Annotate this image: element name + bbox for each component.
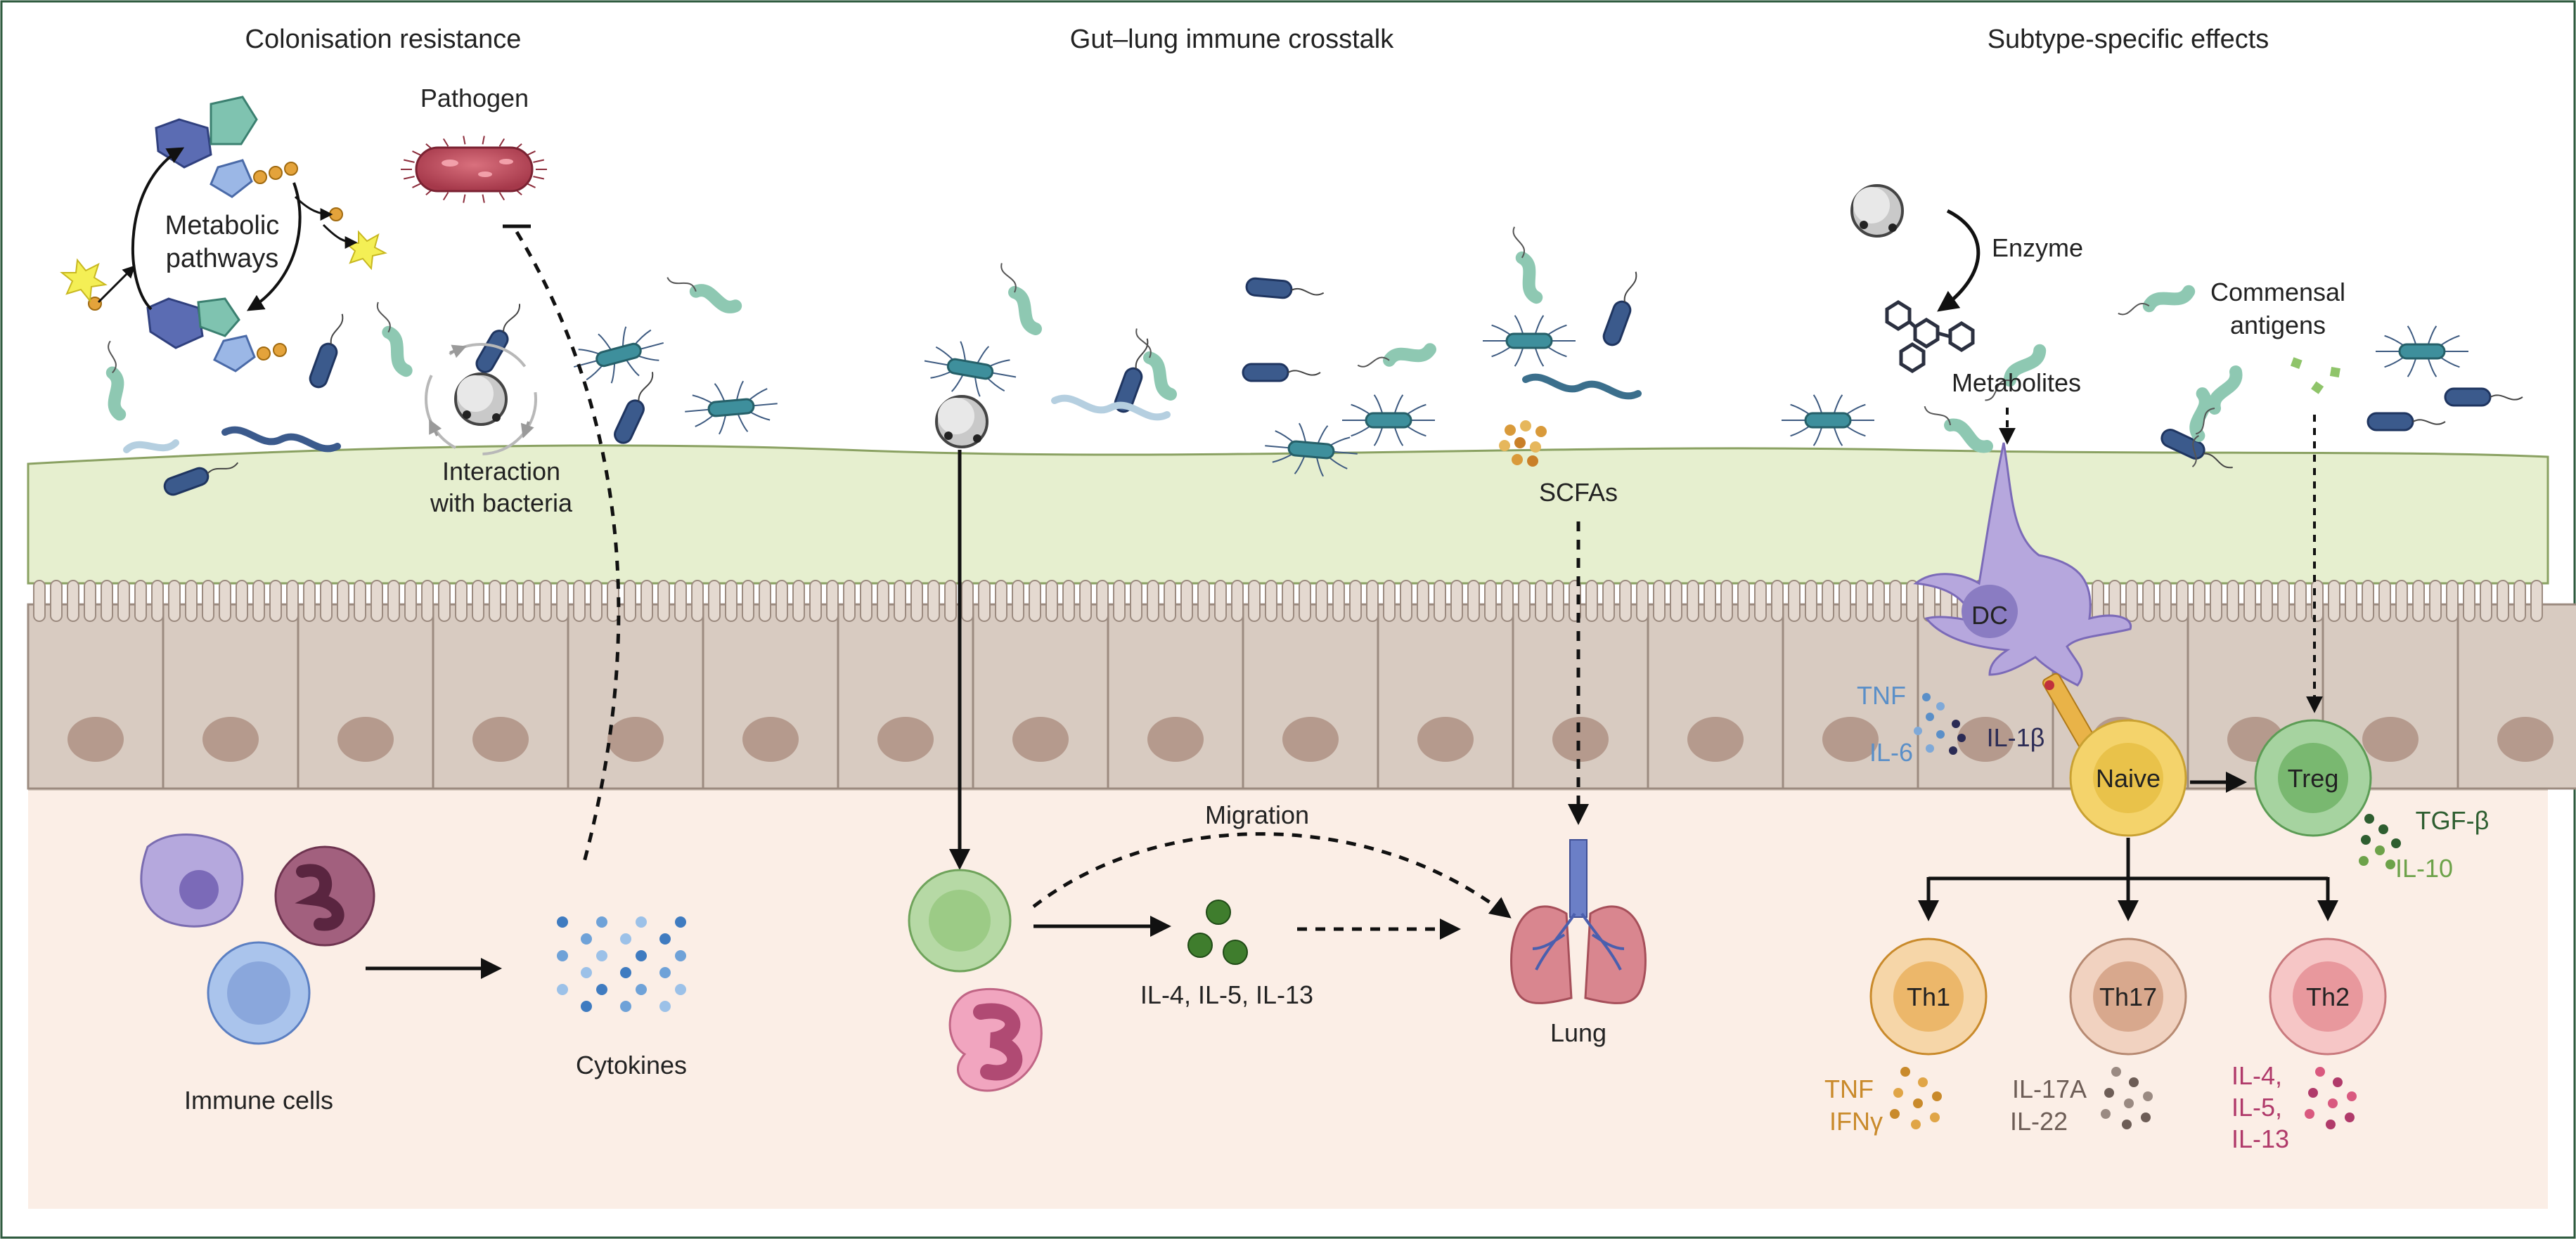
- il-group-label: IL-4, IL-5, IL-13: [1140, 980, 1313, 1009]
- lung-organ: [1510, 839, 1647, 1004]
- dendritic-cell: [1913, 442, 2132, 687]
- interaction-label-1: Interaction: [442, 457, 560, 486]
- treg-label: Treg: [2288, 764, 2339, 793]
- th1-label: Th1: [1907, 982, 1950, 1011]
- dc-cytokine-dots: [1914, 693, 1966, 755]
- gut-lung-crosstalk-title: Gut–lung immune crosstalk: [1070, 25, 1394, 54]
- substrate-arrow: [97, 265, 136, 304]
- cytokine-pathogen-link: [515, 231, 621, 865]
- treg-cell: [2254, 719, 2372, 837]
- th2-cytokine-granules: [1187, 900, 1248, 965]
- product-arrow: [322, 223, 358, 249]
- th2-cytokine-1: IL-4,: [2232, 1061, 2282, 1090]
- metabolic-label-2: pathways: [166, 244, 279, 273]
- treg-cytokine-dots: [2359, 814, 2401, 869]
- th17-label: Th17: [2099, 982, 2157, 1011]
- innate-lymphoid-cell: [908, 869, 1012, 973]
- th2-cytokine-2: IL-5,: [2232, 1093, 2282, 1122]
- scfa-particles: [1499, 420, 1547, 467]
- cytokine-particles: [557, 916, 686, 1012]
- interaction-label-2: with bacteria: [430, 488, 573, 517]
- metabolic-molecules: [60, 96, 387, 372]
- enzyme-label: Enzyme: [1992, 233, 2083, 262]
- th2-cytokine-3: IL-13: [2232, 1124, 2289, 1153]
- phosphate-arrow: [294, 195, 333, 221]
- tnf-label: TNF: [1857, 681, 1906, 710]
- cytokines-label: Cytokines: [576, 1051, 687, 1079]
- interaction-cycle: [425, 343, 537, 455]
- commensal-label-1: Commensal: [2210, 278, 2345, 306]
- epithelial-cells: [27, 603, 2576, 790]
- th2-cell: [2269, 938, 2387, 1056]
- metabolic-label-1: Metabolic: [165, 211, 280, 240]
- colonisation-resistance-title: Colonisation resistance: [245, 25, 522, 54]
- sensing-cell: [935, 395, 988, 448]
- th1-cytokine-2: IFNγ: [1829, 1107, 1883, 1136]
- lung-label: Lung: [1550, 1018, 1606, 1047]
- subtype-effects-title: Subtype-specific effects: [1988, 25, 2269, 54]
- il1b-label: IL-1β: [1987, 723, 2045, 752]
- metabolites-label: Metabolites: [1952, 368, 2081, 397]
- naive-label: Naive: [2096, 764, 2160, 793]
- tgfb-label: TGF-β: [2416, 806, 2490, 835]
- pathogen-bacterium: [401, 136, 547, 203]
- th17-cytokine-1: IL-17A: [2012, 1075, 2087, 1103]
- il10-label: IL-10: [2395, 854, 2453, 883]
- naive-t-cell: [2069, 719, 2187, 837]
- immune-cells: [140, 833, 375, 1045]
- il6-label: IL-6: [1869, 738, 1913, 767]
- antigen-dot: [2044, 680, 2054, 690]
- th1-cytokine-dots: [1890, 1067, 1942, 1129]
- enzyme-cell: [1850, 184, 1904, 238]
- scfas-label: SCFAs: [1539, 478, 1618, 507]
- eosinophil: [948, 987, 1043, 1092]
- th17-cytokine-2: IL-22: [2010, 1107, 2068, 1136]
- dc-label: DC: [1971, 601, 2008, 630]
- commensal-label-2: antigens: [2230, 311, 2326, 339]
- commensal-bacteria: [105, 226, 2523, 496]
- immune-cells-label: Immune cells: [184, 1086, 333, 1115]
- th1-cytokine-1: TNF: [1824, 1075, 1874, 1103]
- th1-cell: [1869, 938, 1988, 1056]
- th2-label: Th2: [2306, 982, 2350, 1011]
- pathway-arrow-up: [131, 147, 185, 311]
- microvilli: [33, 580, 2543, 622]
- migration-label: Migration: [1205, 800, 1309, 829]
- metabolite-molecules: [1885, 300, 1975, 373]
- mucus-layer: [27, 444, 2549, 585]
- th17-cytokine-dots: [2101, 1067, 2153, 1129]
- antigen-squares: [2290, 357, 2340, 394]
- th2-cytokine-dots: [2305, 1067, 2357, 1129]
- th17-cell: [2069, 938, 2187, 1056]
- pathogen-label: Pathogen: [420, 84, 529, 112]
- enzyme-arrow: [1937, 209, 1981, 312]
